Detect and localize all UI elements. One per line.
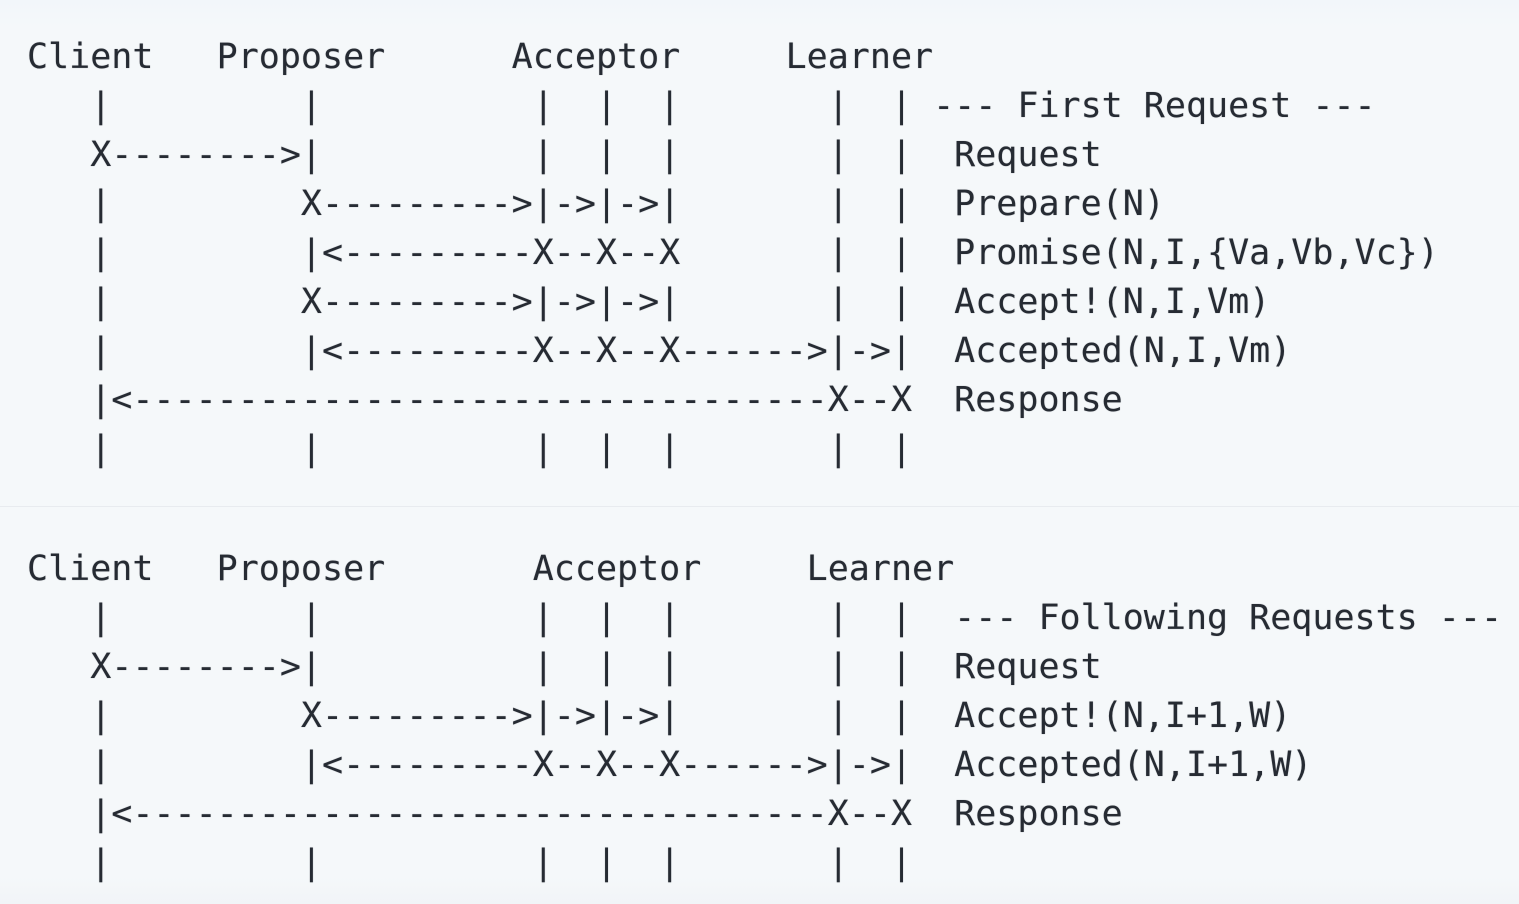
block-divider [0, 506, 1519, 507]
sequence-diagram-first-request: Client Proposer Acceptor Learner | | | |… [27, 37, 1439, 469]
sequence-diagram-following-requests: Client Proposer Acceptor Learner | | | |… [27, 549, 1503, 883]
